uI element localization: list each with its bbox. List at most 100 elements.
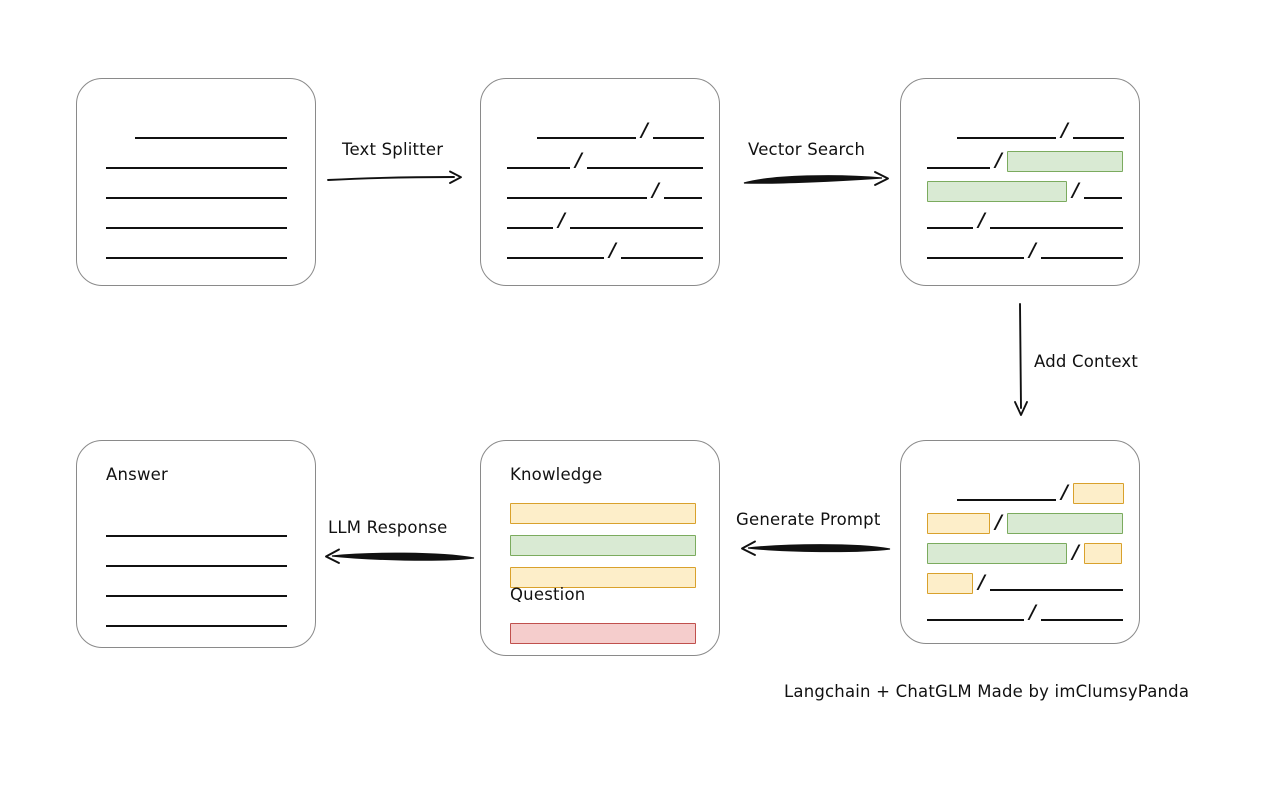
slash-separator: / xyxy=(652,179,659,201)
node-source-document[interactable] xyxy=(76,78,316,286)
slash-separator: / xyxy=(609,239,616,261)
arrow-vector-search-glyph xyxy=(743,171,889,186)
text-line-segment xyxy=(507,197,647,199)
text-line-segment xyxy=(927,619,1024,621)
arrow-add-context: Add Context xyxy=(1008,302,1188,420)
document-row: / xyxy=(927,210,1123,232)
slash-separator: / xyxy=(1029,239,1036,261)
document-row xyxy=(106,150,287,172)
node-answer[interactable]: Answer xyxy=(76,440,316,648)
answer-title: Answer xyxy=(106,465,168,484)
arrow-text-splitter-label: Text Splitter xyxy=(342,140,444,159)
prompt-knowledge-label: Knowledge xyxy=(510,465,603,484)
slash-separator: / xyxy=(1061,481,1068,503)
arrow-llm-response: LLM Response xyxy=(320,518,476,568)
text-line-segment xyxy=(106,625,287,627)
arrow-llm-response-glyph xyxy=(325,548,475,564)
text-line-segment xyxy=(957,137,1056,139)
document-row: / xyxy=(927,150,1123,172)
prompt-bar-red xyxy=(510,623,696,644)
slash-separator: / xyxy=(1072,179,1079,201)
text-line-segment xyxy=(927,227,973,229)
document-row xyxy=(106,180,287,202)
document-row: / xyxy=(927,240,1123,262)
arrow-vector-search: Vector Search xyxy=(742,140,892,190)
text-line-segment xyxy=(1040,619,1123,621)
arrow-add-context-label: Add Context xyxy=(1034,352,1139,371)
text-line-segment xyxy=(537,137,636,139)
document-row xyxy=(135,120,287,142)
slash-separator: / xyxy=(978,571,985,593)
document-row: / xyxy=(927,180,1122,202)
text-line-segment xyxy=(507,167,570,169)
text-line-segment xyxy=(106,535,287,537)
document-row xyxy=(106,578,287,600)
node-prompt[interactable]: Knowledge Question xyxy=(480,440,720,656)
document-row: / xyxy=(927,602,1123,624)
credit-text: Langchain + ChatGLM Made by imClumsyPand… xyxy=(784,682,1190,701)
highlight-chunk-yellow xyxy=(927,512,990,534)
text-line-segment xyxy=(1072,137,1124,139)
text-line-segment xyxy=(507,257,604,259)
slash-separator: / xyxy=(1061,119,1068,141)
node-context-chunks[interactable]: / / / / / xyxy=(900,440,1140,644)
document-row: / xyxy=(927,542,1122,564)
document-row: / xyxy=(927,572,1123,594)
document-row: / xyxy=(927,512,1123,534)
arrow-generate-prompt-glyph xyxy=(741,540,891,556)
text-line-segment xyxy=(652,137,704,139)
document-row xyxy=(106,548,287,570)
document-row: / xyxy=(537,120,704,142)
slash-separator: / xyxy=(1072,541,1079,563)
slash-separator: / xyxy=(995,149,1002,171)
slash-separator: / xyxy=(978,209,985,231)
highlight-chunk-green xyxy=(927,180,1067,202)
text-line-segment xyxy=(620,257,703,259)
slash-separator: / xyxy=(558,209,565,231)
node-split-chunks[interactable]: / / / / / xyxy=(480,78,720,286)
document-row xyxy=(106,518,287,540)
arrow-generate-prompt: Generate Prompt xyxy=(736,510,892,560)
text-line-segment xyxy=(989,227,1123,229)
highlight-chunk-yellow xyxy=(1072,482,1124,504)
text-line-segment xyxy=(989,589,1123,591)
text-line-segment xyxy=(507,227,553,229)
text-line-segment xyxy=(106,197,287,199)
highlight-chunk-green xyxy=(927,542,1067,564)
text-line-segment xyxy=(1083,197,1122,199)
text-line-segment xyxy=(106,565,287,567)
text-line-segment xyxy=(663,197,702,199)
document-row xyxy=(106,608,287,630)
document-row: / xyxy=(507,240,703,262)
arrow-llm-response-label: LLM Response xyxy=(328,518,448,537)
prompt-bar-yellow xyxy=(510,503,696,524)
text-line-segment xyxy=(106,227,287,229)
slash-separator: / xyxy=(641,119,648,141)
text-line-segment xyxy=(927,167,990,169)
text-line-segment xyxy=(927,257,1024,259)
text-line-segment xyxy=(106,257,287,259)
highlight-chunk-yellow xyxy=(927,572,973,594)
document-row xyxy=(106,240,287,262)
document-row: / xyxy=(507,150,703,172)
text-line-segment xyxy=(135,137,287,139)
slash-separator: / xyxy=(1029,601,1036,623)
node-matched-chunks[interactable]: / / / / / xyxy=(900,78,1140,286)
document-row: / xyxy=(957,120,1124,142)
highlight-chunk-yellow xyxy=(1083,542,1122,564)
arrow-add-context-glyph xyxy=(1014,303,1028,416)
arrow-text-splitter: Text Splitter xyxy=(326,140,466,190)
text-line-segment xyxy=(957,499,1056,501)
prompt-question-label: Question xyxy=(510,585,586,604)
prompt-bar-green xyxy=(510,535,696,556)
text-line-segment xyxy=(1040,257,1123,259)
document-row xyxy=(106,210,287,232)
arrow-generate-prompt-label: Generate Prompt xyxy=(736,510,881,529)
text-line-segment xyxy=(569,227,703,229)
text-line-segment xyxy=(586,167,703,169)
slash-separator: / xyxy=(995,511,1002,533)
document-row: / xyxy=(507,210,703,232)
arrow-vector-search-label: Vector Search xyxy=(748,140,866,159)
prompt-bar-yellow xyxy=(510,567,696,588)
